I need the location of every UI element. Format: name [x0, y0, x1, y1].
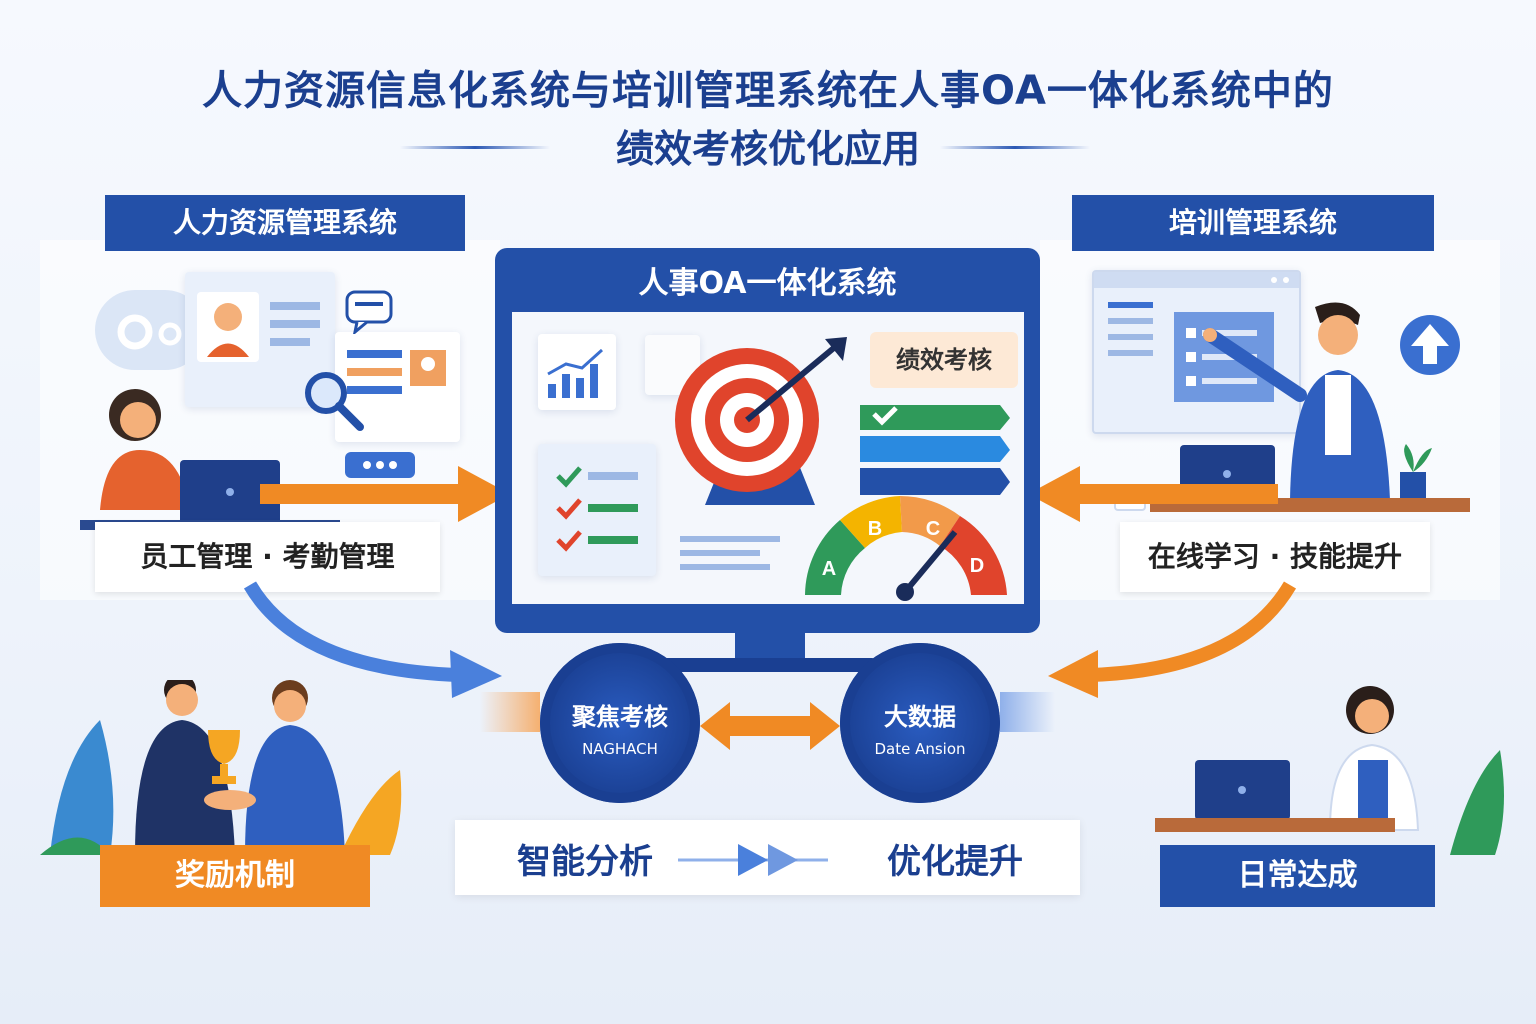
- bar-chart-icon: [538, 334, 616, 410]
- double-arrow-icon: [700, 698, 840, 758]
- title-divider-left: [400, 146, 550, 149]
- magnifier-icon: [298, 365, 368, 439]
- gear-data-subtitle: Date Ansion: [874, 740, 966, 758]
- kpi-checklist-bars: [860, 400, 1015, 504]
- text-lines: [680, 532, 780, 576]
- page-title: 人力资源信息化系统与培训管理系统在人事OA一体化系统中的: [202, 68, 1334, 114]
- chat-bubble-icon: [345, 290, 395, 338]
- reward-handshake-illustration: [40, 674, 420, 864]
- training-system-ribbon: 培训管理系统: [1072, 195, 1434, 251]
- training-board: [1092, 270, 1301, 434]
- gear-left-glow: [480, 692, 540, 732]
- flow-arrow-icon: [678, 840, 848, 884]
- gauge-grade-a: A: [822, 558, 836, 580]
- reward-badge: 奖励机制: [100, 845, 370, 907]
- daily-achievement-badge: 日常达成: [1160, 845, 1435, 907]
- more-dots-icon: [345, 452, 415, 478]
- gear-focus-subtitle: NAGHACH: [582, 740, 658, 758]
- gauge-grade-c: C: [926, 518, 940, 540]
- arrow-left-to-center: [260, 466, 510, 526]
- gear-focus-assessment: 聚焦考核 NAGHACH: [540, 643, 700, 803]
- trainer-man: [1200, 295, 1400, 509]
- orange-curve-arrow: [1040, 580, 1310, 704]
- flow-box: [455, 820, 1080, 895]
- monitor-stand: [660, 658, 876, 672]
- gauge-grade-b: B: [868, 518, 882, 540]
- page-subtitle: 绩效考核优化应用: [615, 127, 920, 171]
- grade-gauge: A B C D: [795, 480, 1015, 609]
- arrow-right-to-center: [1028, 466, 1278, 526]
- monitor-title: 人事OA一体化系统: [638, 266, 897, 301]
- gear-big-data: 大数据 Date Ansion: [840, 643, 1000, 803]
- target-icon: [665, 335, 855, 514]
- gauge-grade-d: D: [970, 555, 984, 577]
- daily-work-illustration: [1150, 680, 1510, 864]
- profile-card: [185, 272, 335, 407]
- hr-system-ribbon: 人力资源管理系统: [105, 195, 465, 251]
- blue-curve-arrow: [240, 580, 510, 704]
- upload-arrow-icon: [1395, 310, 1465, 384]
- gear-data-title: 大数据: [884, 703, 956, 731]
- resume-document: [335, 332, 460, 442]
- hr-caption: 员工管理 · 考勤管理: [95, 522, 440, 592]
- flow-optimize: 优化提升: [887, 842, 1023, 882]
- gear-focus-title: 聚焦考核: [572, 703, 668, 731]
- training-caption: 在线学习 · 技能提升: [1120, 522, 1430, 592]
- gear-right-glow: [1000, 692, 1055, 732]
- flow-smart-analysis: 智能分析: [517, 842, 653, 882]
- checklist-panel: [538, 444, 656, 576]
- kpi-label: 绩效考核: [870, 332, 1018, 388]
- title-divider-right: [940, 146, 1090, 149]
